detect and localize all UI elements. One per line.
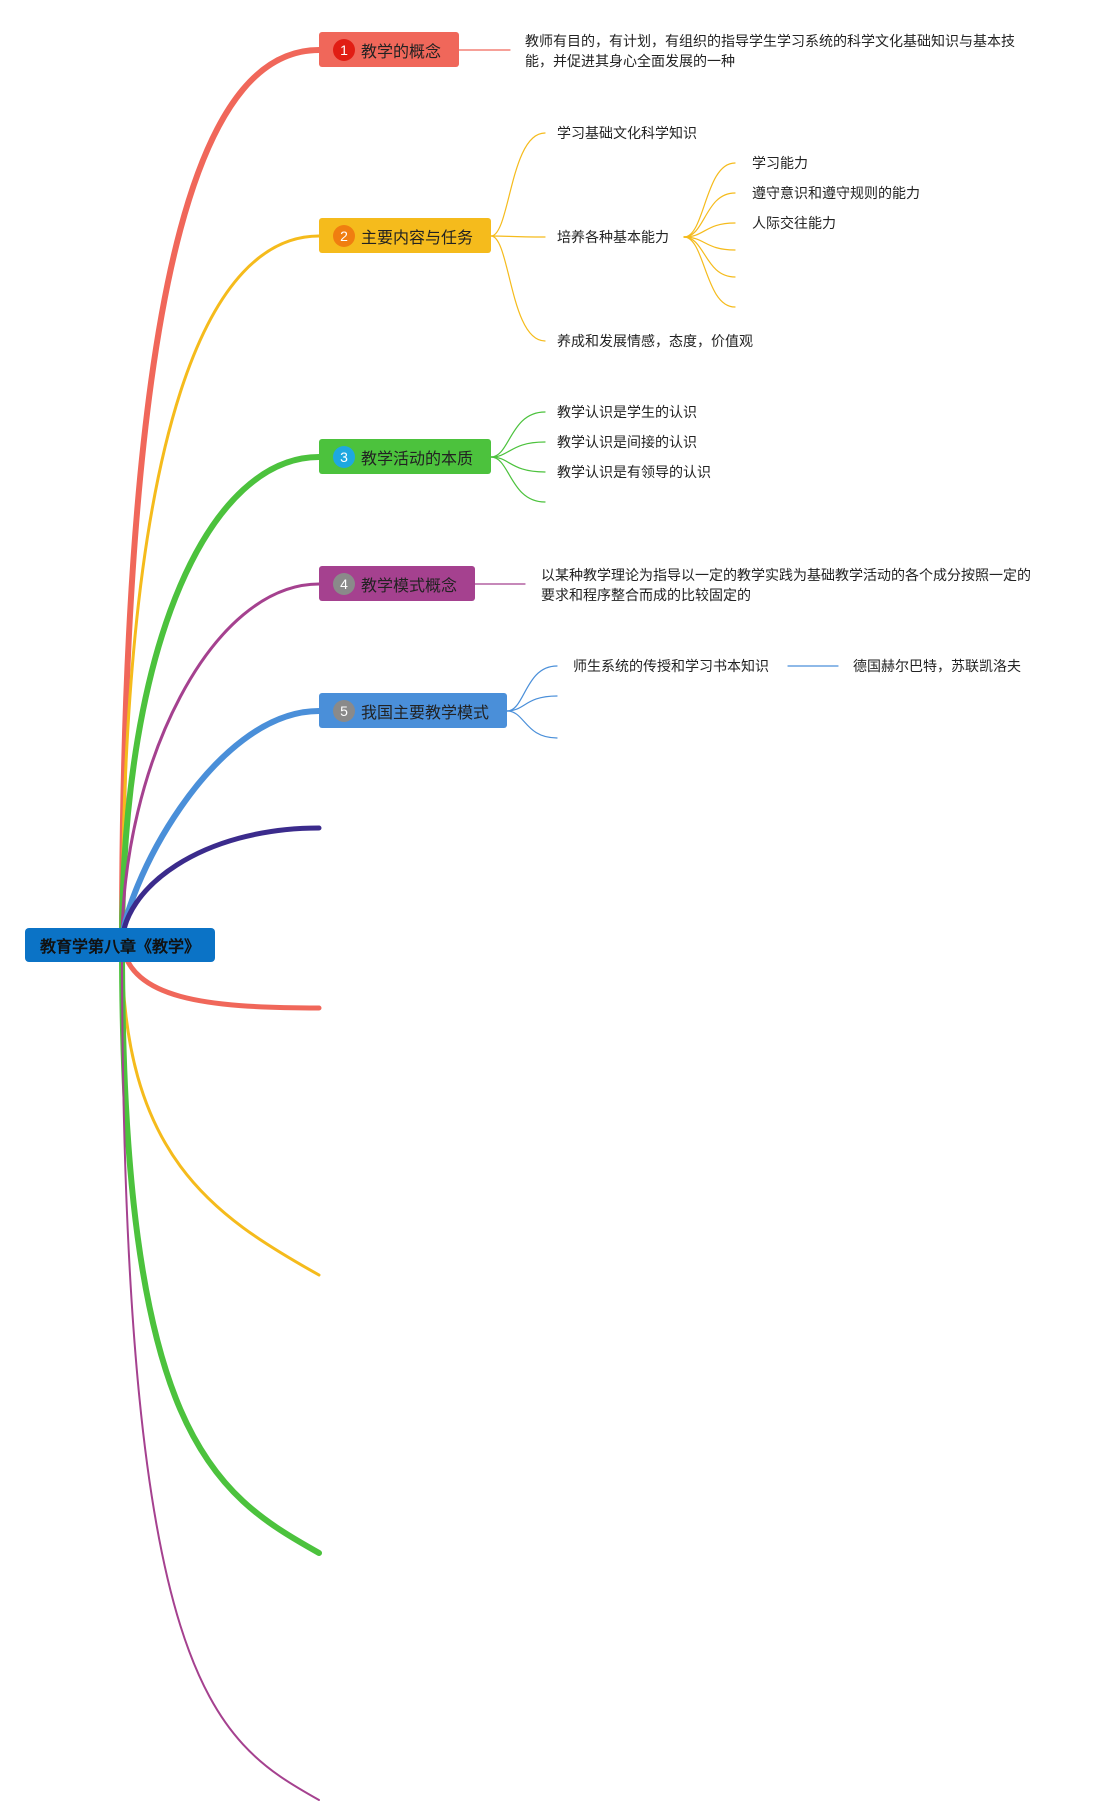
- main-branch-line: [120, 234, 321, 947]
- main-branch-line: [120, 582, 321, 947]
- essence-item[interactable]: 教学认识是学生的认识: [557, 404, 697, 420]
- sub-branch-line: [683, 236, 736, 278]
- root-topic-label: 教育学第八章《教学》: [39, 939, 200, 956]
- number-badge-icon: 1: [333, 38, 355, 61]
- sub-branch-line: [490, 132, 546, 237]
- sub-branch-line: [506, 665, 558, 712]
- sub-branch-line: [683, 192, 736, 238]
- model-definition-text[interactable]: 以某种教学理论为指导以一定的教学实践为基础教学活动的各个成分按照一定的要求和程序…: [541, 567, 1031, 603]
- empty-branch-line: [121, 944, 320, 1801]
- topic-teaching-model-concept[interactable]: 4 教学模式概念: [319, 566, 475, 601]
- topic-essence-of-teaching[interactable]: 3 教学活动的本质: [319, 439, 491, 474]
- main-branch-line: [119, 47, 322, 948]
- sub-branch-line: [506, 710, 558, 739]
- empty-branch-line: [119, 825, 322, 948]
- topic-label: 教学的概念: [361, 43, 442, 61]
- number-badge-icon: 2: [333, 224, 355, 247]
- topic-china-teaching-models[interactable]: 5 我国主要教学模式: [319, 693, 507, 728]
- definition-text[interactable]: 教师有目的，有计划，有组织的指导学生学习系统的科学文化基础知识与基本技能，并促进…: [525, 33, 1015, 69]
- sub-branch-line: [490, 441, 546, 458]
- sub-branch-line: [683, 162, 736, 238]
- sub-branch-line: [683, 236, 736, 308]
- sub-branch-line: [490, 456, 546, 473]
- number-badge-icon: 4: [333, 572, 355, 595]
- sub-branch-line: [683, 222, 736, 238]
- subtopic-basic-knowledge[interactable]: 学习基础文化科学知识: [557, 125, 697, 141]
- topic-label: 教学活动的本质: [361, 450, 474, 468]
- topic-label: 主要内容与任务: [361, 229, 474, 247]
- ability-social[interactable]: 人际交往能力: [752, 215, 836, 231]
- model-origin[interactable]: 德国赫尔巴特，苏联凯洛夫: [853, 658, 1021, 674]
- topic-main-content-tasks[interactable]: 2 主要内容与任务: [319, 218, 491, 253]
- sub-branch-line: [506, 695, 558, 712]
- topic-label: 我国主要教学模式: [361, 704, 490, 722]
- essence-item[interactable]: 教学认识是间接的认识: [557, 434, 697, 450]
- main-branch-line: [119, 454, 322, 948]
- sub-branch-line: [490, 235, 546, 342]
- ability-rule-following[interactable]: 遵守意识和遵守规则的能力: [752, 185, 920, 201]
- subtopic-basic-abilities[interactable]: 培养各种基本能力: [557, 229, 669, 245]
- number-badge-icon: 3: [333, 445, 355, 468]
- sub-branch-line: [490, 456, 546, 503]
- subtopic-emotion-attitude-values[interactable]: 养成和发展情感，态度，价值观: [557, 333, 753, 349]
- model-item[interactable]: 师生系统的传授和学习书本知识: [573, 658, 769, 674]
- number-badge-icon: 5: [333, 699, 355, 722]
- topic-teaching-concept[interactable]: 1 教学的概念: [319, 32, 459, 67]
- topic-label: 教学模式概念: [361, 577, 458, 595]
- sub-branch-line: [490, 235, 546, 238]
- empty-branch-line: [119, 942, 322, 1011]
- ability-learning[interactable]: 学习能力: [752, 155, 808, 171]
- empty-branch-line: [120, 943, 321, 1277]
- root-topic[interactable]: 教育学第八章《教学》: [25, 928, 215, 962]
- essence-item[interactable]: 教学认识是有领导的认识: [557, 464, 711, 480]
- empty-branch-line: [119, 942, 322, 1556]
- sub-branch-line: [490, 411, 546, 458]
